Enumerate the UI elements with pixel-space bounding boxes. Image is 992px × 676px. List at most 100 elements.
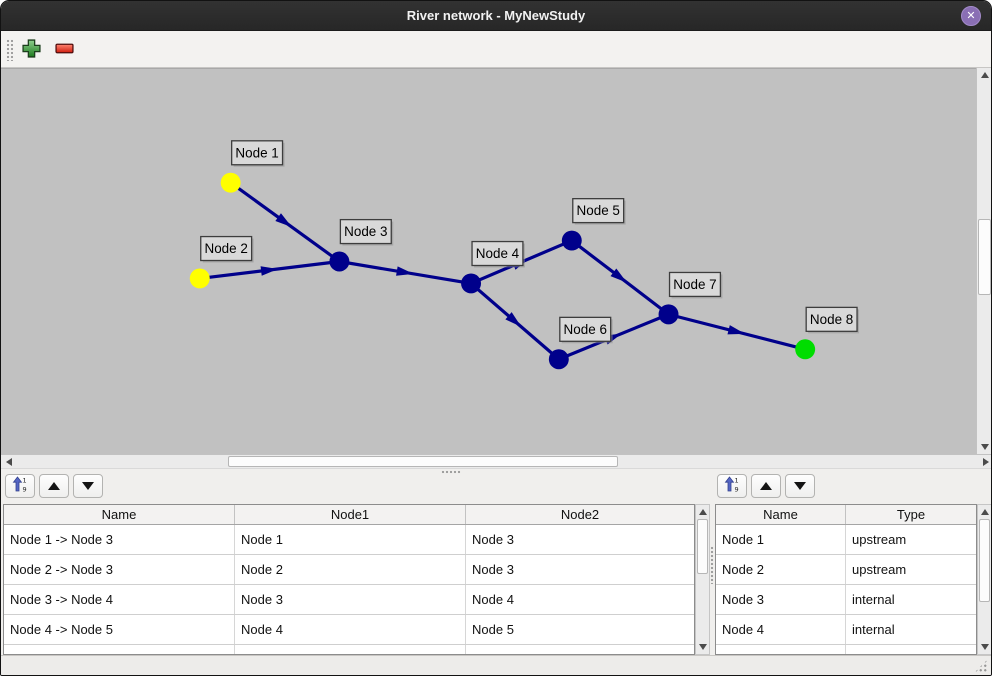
remove-node-button[interactable]: [52, 37, 76, 62]
table-cell[interactable]: Node 2: [716, 555, 846, 584]
table-cell[interactable]: Node 1 -> Node 3: [4, 525, 235, 554]
scroll-up-button[interactable]: [696, 505, 709, 519]
triangle-down-icon: [980, 644, 989, 650]
edge-arrow-icon: [275, 213, 292, 228]
nodes-move-down-button[interactable]: [785, 474, 815, 498]
table-cell[interactable]: internal: [852, 622, 895, 637]
table-row[interactable]: Node 4 internal: [716, 615, 976, 645]
table-cell[interactable]: Node 3: [472, 532, 514, 547]
vertical-scrollbar-thumb[interactable]: [697, 519, 708, 574]
table-cell[interactable]: Node 2: [235, 555, 466, 584]
network-node[interactable]: [658, 304, 679, 325]
node-label: Node 7: [673, 277, 716, 292]
table-row[interactable]: Node 2 upstream: [716, 555, 976, 585]
table-cell[interactable]: Node 4: [716, 615, 846, 644]
branches-move-down-button[interactable]: [73, 474, 103, 498]
column-header[interactable]: Node1: [235, 505, 466, 524]
scroll-down-button[interactable]: [696, 640, 709, 654]
table-cell[interactable]: internal: [852, 592, 895, 607]
close-button[interactable]: ✕: [961, 6, 981, 26]
svg-text:9: 9: [22, 486, 26, 494]
triangle-down-icon: [980, 444, 989, 450]
network-node[interactable]: [189, 268, 210, 289]
toolbar-drag-handle[interactable]: [6, 39, 13, 61]
status-bar: [1, 655, 991, 675]
scroll-right-button[interactable]: [978, 455, 991, 468]
node-label-box[interactable]: [200, 235, 253, 262]
scroll-up-button[interactable]: [977, 68, 991, 82]
table-cell[interactable]: Node 4: [235, 615, 466, 644]
nodes-table-scrollbar[interactable]: [977, 504, 991, 655]
table-row-partial[interactable]: [716, 645, 976, 654]
network-node[interactable]: [795, 339, 816, 360]
node-label-box[interactable]: [339, 218, 392, 245]
triangle-up-icon: [48, 482, 60, 490]
sort-1-9-icon: 1 9: [724, 476, 741, 496]
node-label: Node 1: [235, 145, 278, 160]
branches-table-scrollbar[interactable]: [695, 504, 710, 655]
table-cell[interactable]: Node 1: [716, 525, 846, 554]
table-row[interactable]: Node 3 internal: [716, 585, 976, 615]
table-cell[interactable]: upstream: [852, 532, 907, 547]
horizontal-splitter-handle[interactable]: [441, 470, 461, 474]
scroll-up-button[interactable]: [978, 505, 991, 519]
edge-arrow-icon: [396, 266, 414, 276]
branches-sort-button[interactable]: 1 9: [5, 474, 35, 498]
node-label-box[interactable]: [471, 240, 524, 267]
svg-text:9: 9: [734, 486, 738, 494]
table-cell[interactable]: Node 2 -> Node 3: [4, 555, 235, 584]
vertical-scrollbar-thumb[interactable]: [979, 519, 990, 602]
table-cell[interactable]: Node 4 -> Node 5: [4, 615, 235, 644]
table-cell[interactable]: Node 3: [716, 585, 846, 614]
titlebar: River network - MyNewStudy ✕: [1, 1, 991, 31]
table-row-partial[interactable]: [4, 645, 694, 654]
horizontal-scrollbar-thumb[interactable]: [228, 456, 618, 467]
network-node[interactable]: [220, 172, 241, 193]
green-plus-icon: [21, 38, 41, 61]
nodes-move-up-button[interactable]: [751, 474, 781, 498]
canvas-horizontal-scrollbar[interactable]: [1, 454, 991, 469]
table-cell[interactable]: Node 3: [235, 585, 466, 614]
node-label-box[interactable]: [231, 140, 284, 166]
branches-move-up-button[interactable]: [39, 474, 69, 498]
node-label-box[interactable]: [559, 316, 612, 342]
sort-1-9-icon: 1 9: [12, 476, 29, 496]
network-node[interactable]: [329, 251, 350, 272]
network-node[interactable]: [461, 273, 482, 294]
triangle-up-icon: [980, 509, 989, 515]
column-header[interactable]: Node2: [560, 507, 600, 522]
scroll-down-button[interactable]: [978, 640, 991, 654]
table-cell[interactable]: Node 5: [472, 622, 514, 637]
triangle-left-icon: [5, 457, 12, 466]
column-header[interactable]: Name: [4, 505, 235, 524]
table-cell[interactable]: upstream: [852, 562, 907, 577]
table-cell[interactable]: Node 3 -> Node 4: [4, 585, 235, 614]
nodes-sort-button[interactable]: 1 9: [717, 474, 747, 498]
table-cell[interactable]: Node 3: [472, 562, 514, 577]
window-resize-grip[interactable]: [974, 659, 988, 673]
table-cell[interactable]: Node 1: [235, 525, 466, 554]
node-label-box[interactable]: [668, 271, 722, 298]
column-header[interactable]: Name: [716, 505, 846, 524]
vertical-scrollbar-thumb[interactable]: [978, 219, 991, 295]
network-node[interactable]: [548, 349, 569, 370]
add-node-button[interactable]: [19, 37, 43, 62]
scroll-left-button[interactable]: [1, 455, 16, 468]
table-row[interactable]: Node 1 upstream: [716, 525, 976, 555]
node-label-box[interactable]: [805, 306, 858, 332]
network-node[interactable]: [561, 230, 582, 251]
edge-arrow-icon: [260, 266, 278, 276]
scroll-down-button[interactable]: [977, 440, 991, 454]
table-cell: [466, 645, 694, 654]
column-header[interactable]: Type: [896, 507, 926, 522]
table-cell[interactable]: Node 4: [472, 592, 514, 607]
canvas-vertical-scrollbar[interactable]: [976, 68, 991, 454]
vertical-splitter-handle[interactable]: [710, 546, 714, 584]
node-label-box[interactable]: [572, 198, 625, 224]
